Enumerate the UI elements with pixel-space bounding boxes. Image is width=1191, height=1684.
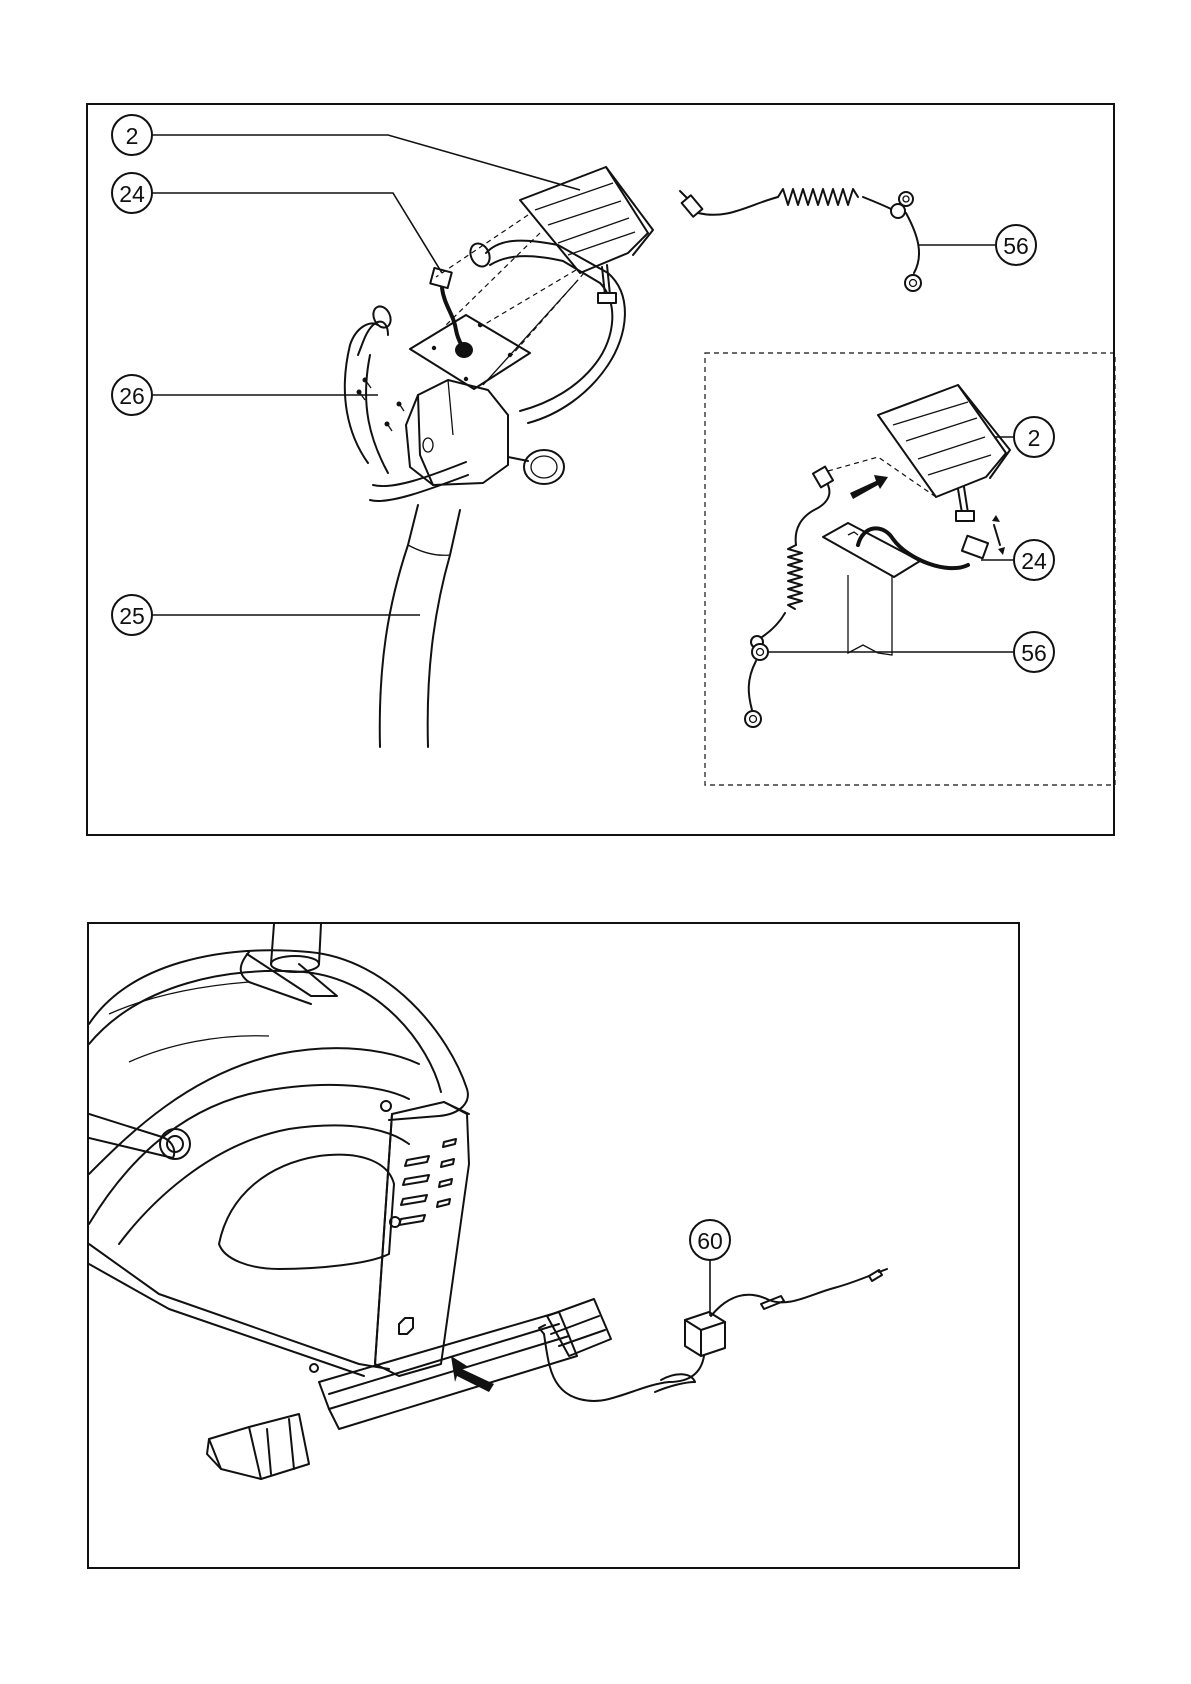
callout-24: 24 [112,173,152,213]
callout-2: 2 [112,115,152,155]
upright-post [380,505,460,747]
callout-25: 25 [112,595,152,635]
callout-60-label: 60 [697,1228,723,1254]
console-2 [520,167,653,303]
callout-2-label: 2 [126,123,139,149]
callout-25-label: 25 [119,603,145,629]
assembly-figure-top: 2 24 26 25 56 [86,103,1115,836]
inset-callout-56-label: 56 [1021,640,1047,666]
inset-callout-56: 56 [1014,632,1054,672]
top-figure-drawing: 2 24 26 25 56 [88,105,1117,838]
console-mount [406,380,564,485]
wire-harness-24 [430,268,464,350]
detail-inset [705,353,1115,785]
callout-26: 26 [112,375,152,415]
frame-shroud [89,950,468,1376]
rear-stabilizer [207,1299,611,1479]
screws-26 [357,378,405,432]
callout-24-label: 24 [119,181,145,207]
seat-post [271,924,321,972]
callout-60: 60 [690,1220,730,1260]
vent-slots [399,1139,456,1225]
inset-callout-24: 24 [1014,540,1054,580]
callout-26-label: 26 [119,383,145,409]
callout-56-label: 56 [1003,233,1029,259]
bottom-figure-drawing: 60 [89,924,1022,1571]
pulse-cable-56 [680,189,921,291]
callout-56: 56 [996,225,1036,265]
assembly-figure-bottom: 60 [87,922,1020,1569]
inset-callout-2-label: 2 [1028,425,1041,451]
handlebar [345,240,625,501]
inset-callout-24-label: 24 [1021,548,1047,574]
inset-callout-2: 2 [1014,417,1054,457]
